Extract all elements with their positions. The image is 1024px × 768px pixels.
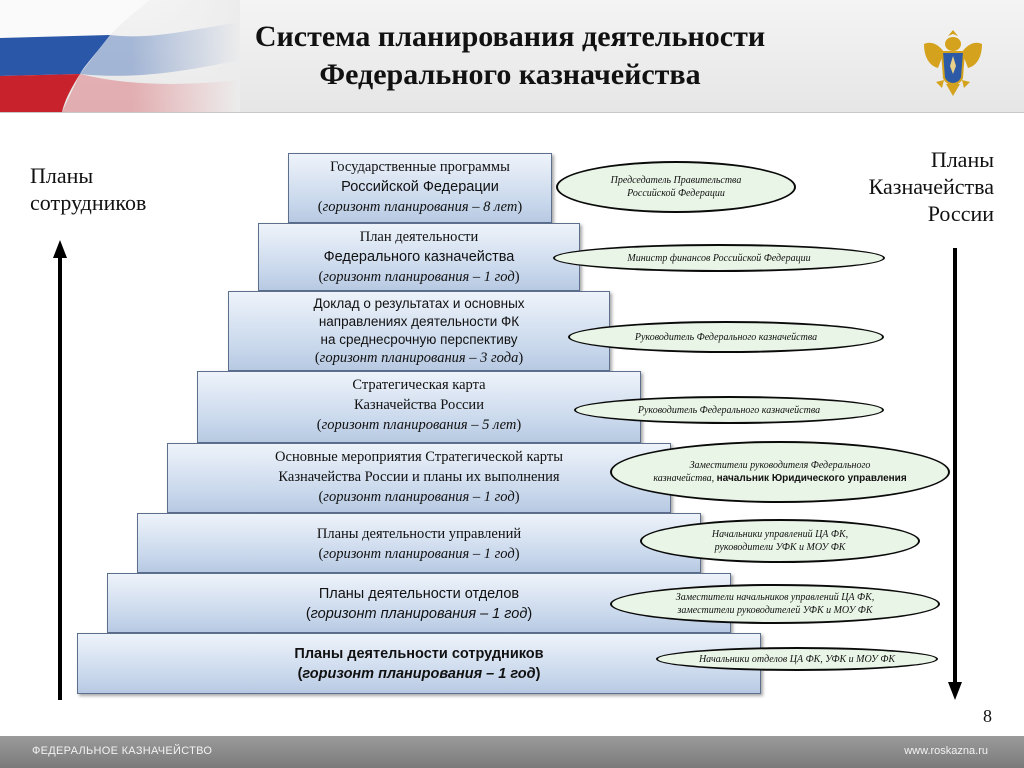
step-horizon-text: горизонт планирования – 1 год [323,546,515,562]
footer-website-link[interactable]: www.roskazna.ru [904,745,988,757]
step-horizon-text: горизонт планирования – 8 лет [322,199,518,215]
step-horizon: (горизонт планирования – 1 год) [318,546,520,562]
page-title: Система планирования деятельности Федера… [190,18,830,94]
right-label-line-3: России [927,201,994,226]
step-horizon-text: горизонт планирования – 5 лет [321,417,517,433]
responsible-oval: Руководитель Федерального казначейства [574,396,884,424]
down-arrow-icon [948,248,962,700]
step-results-report: Доклад о результатах и основных направле… [228,291,610,371]
step-treasury-activity-plan: План деятельности Федерального казначейс… [258,223,580,291]
step-horizon: (горизонт планирования – 1 год) [297,666,541,682]
oval-line: казначейства, начальник Юридического упр… [653,472,906,485]
responsible-oval: Начальники управлений ЦА ФК, руководител… [640,519,920,563]
oval-line: Председатель Правительства [610,175,742,186]
employee-plans-label: Планы сотрудников [30,162,146,216]
responsible-oval: Заместители начальников управлений ЦА ФК… [610,584,940,624]
step-line: Стратегическая карта [352,377,486,393]
oval-text: казначейства, [653,473,717,484]
step-line: Российской Федерации [341,179,499,195]
right-label-line-2: Казначейства [868,174,994,199]
footer: ФЕДЕРАЛЬНОЕ КАЗНАЧЕЙСТВО www.roskazna.ru [0,736,1024,768]
header: Система планирования деятельности Федера… [0,0,1024,113]
step-line: Федерального казначейства [323,249,515,265]
step-strategic-map-activities: Основные мероприятия Стратегической карт… [167,443,671,513]
step-horizon: (горизонт планирования – 5 лет) [316,417,522,433]
step-line: Планы деятельности сотрудников [294,646,544,662]
step-horizon: (горизонт планирования – 1 год) [305,606,533,622]
responsible-oval: Руководитель Федерального казначейства [568,321,884,353]
step-horizon: (горизонт планирования – 8 лет) [317,199,523,215]
step-line: Основные мероприятия Стратегической карт… [275,449,563,465]
step-horizon-text: горизонт планирования – 1 год [323,489,515,505]
step-horizon-text: горизонт планирования – 1 год [302,666,536,682]
step-line: Планы деятельности управлений [316,526,522,542]
oval-line: Руководитель Федерального казначейства [637,404,821,416]
step-employee-plans: Планы деятельности сотрудников (горизонт… [77,633,761,694]
step-line: Государственные программы [330,159,510,175]
step-line: на среднесрочную перспективу [320,332,518,347]
step-horizon: (горизонт планирования – 3 года) [314,350,524,366]
step-line: Казначейства России и планы их выполнени… [278,469,560,485]
step-department-plans: Планы деятельности управлений (горизонт … [137,513,701,573]
oval-line: Заместители начальников управлений ЦА ФК… [675,592,875,603]
step-strategic-map: Стратегическая карта Казначейства России… [197,371,641,443]
up-arrow-icon [53,240,67,700]
footer-organization: ФЕДЕРАЛЬНОЕ КАЗНАЧЕЙСТВО [32,745,213,757]
step-horizon: (горизонт планирования – 1 год) [318,489,520,505]
treasury-plans-label: Планы Казначейства России [869,146,994,227]
title-line-2: Федерального казначейства [319,58,701,91]
oval-line: Руководитель Федерального казначейства [634,331,818,343]
step-horizon-text: горизонт планирования – 1 год [323,269,515,285]
step-line: Доклад о результатах и основных [313,296,525,311]
step-line: План деятельности [359,229,479,245]
oval-line: Начальники управлений ЦА ФК, [711,529,849,540]
responsible-oval: Председатель Правительства Российской Фе… [556,161,796,213]
step-horizon-text: горизонт планирования – 1 год [310,606,528,622]
oval-text-bold: начальник Юридического управления [716,473,907,484]
right-label-line-1: Планы [930,147,994,172]
treasury-emblem-icon [924,30,982,96]
oval-line: заместители руководителей УФК и МОУ ФК [677,605,873,616]
oval-line: Министр финансов Российской Федерации [627,252,811,264]
oval-line: Заместители руководителя Федерального [689,460,871,471]
page-number: 8 [983,706,992,726]
step-line: направлениях деятельности ФК [318,314,520,329]
responsible-oval: Министр финансов Российской Федерации [553,244,885,272]
step-line: Казначейства России [354,397,484,413]
russian-flag-banner [0,0,240,112]
responsible-oval: Начальники отделов ЦА ФК, УФК и МОУ ФК [656,647,938,671]
step-horizon-text: горизонт планирования – 3 года [319,350,519,366]
left-label-line-2: сотрудников [30,190,147,215]
responsible-oval: Заместители руководителя Федерального ка… [610,441,950,503]
oval-line: Российской Федерации [627,188,725,199]
step-horizon: (горизонт планирования – 1 год) [318,269,520,285]
title-line-1: Система планирования деятельности [254,20,766,53]
step-state-programs: Государственные программы Российской Фед… [288,153,552,223]
step-line: Планы деятельности отделов [318,586,520,602]
oval-line: Начальники отделов ЦА ФК, УФК и МОУ ФК [698,653,896,665]
oval-line: руководители УФК и МОУ ФК [714,542,846,553]
left-label-line-1: Планы [30,163,94,188]
